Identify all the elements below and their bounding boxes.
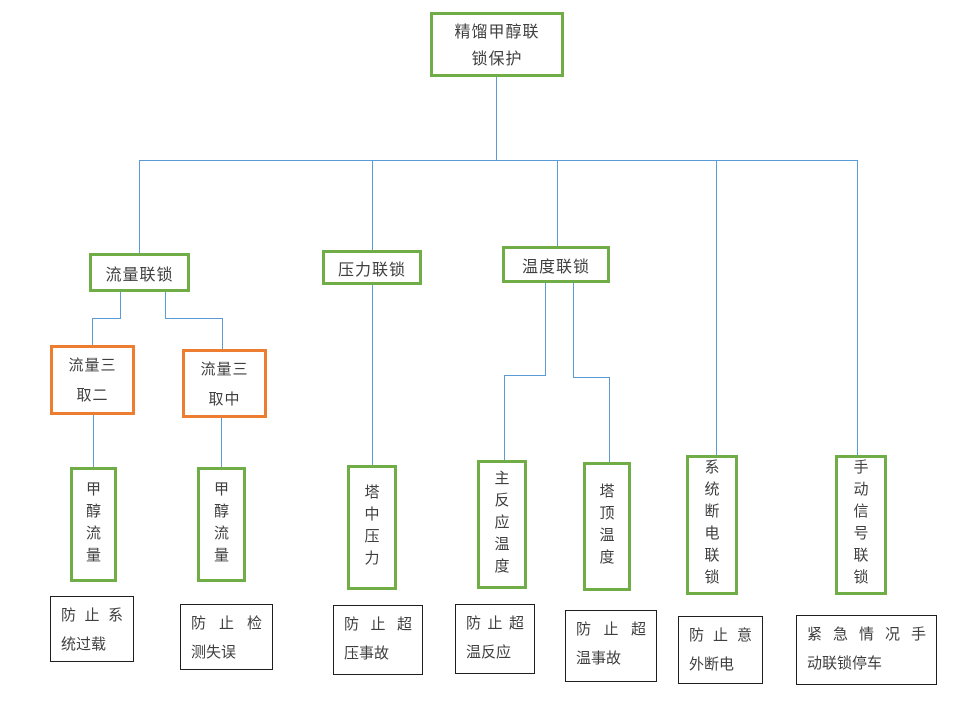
purpose-line1: 防止超 — [466, 614, 524, 632]
connector-to-flow-interlock — [139, 160, 140, 253]
node-main-reaction-temp-label: 主反应温度 — [492, 469, 511, 580]
node-root-line2: 锁保护 — [471, 48, 523, 68]
connector-temp-right-drop — [609, 377, 610, 462]
node-pressure-interlock-label: 压力联锁 — [337, 259, 406, 279]
connector-to-manual-signal-interlock — [857, 160, 858, 455]
node-tower-top-temp-label: 塔顶温度 — [597, 482, 616, 571]
connector-flow-left-stub — [120, 292, 121, 318]
connector-vote1-to-sensor1 — [93, 415, 94, 467]
purpose-line2: 温事故 — [576, 649, 622, 667]
node-methanol-flow-1: 甲醇流量 — [70, 467, 117, 582]
purpose-line1: 防止检 — [191, 614, 262, 632]
purpose-line2: 压事故 — [344, 644, 390, 662]
connector-flow-left-jog — [92, 318, 121, 319]
node-flow-interlock: 流量联锁 — [89, 253, 190, 292]
node-flow-2oo3-line1: 流量三 — [68, 356, 117, 374]
purpose-line1: 防止意 — [689, 626, 752, 644]
node-purpose-prevent-power-loss: 防止意 外断电 — [678, 616, 763, 684]
purpose-line2: 动联锁停车 — [807, 654, 883, 672]
purpose-line2: 统过载 — [61, 635, 107, 653]
node-tower-top-temp: 塔顶温度 — [583, 462, 631, 591]
node-flow-median: 流量三 取中 — [182, 349, 267, 418]
node-purpose-prevent-overpressure: 防止超 压事故 — [333, 605, 423, 675]
node-root: 精馏甲醇联 锁保护 — [430, 12, 564, 77]
node-flow-2oo3: 流量三 取二 — [50, 345, 135, 415]
node-methanol-flow-1-label: 甲醇流量 — [84, 480, 102, 569]
purpose-line1: 防止系 — [61, 606, 123, 624]
connector-to-power-loss-interlock — [716, 160, 717, 455]
connector-to-pressure-interlock — [372, 160, 373, 250]
node-purpose-prevent-detection-error: 防止检 测失误 — [180, 604, 273, 670]
node-flow-median-line1: 流量三 — [200, 359, 249, 378]
connector-flow-right-stub — [165, 292, 166, 318]
purpose-line2: 测失误 — [191, 643, 237, 661]
purpose-line1: 防止超 — [344, 615, 412, 633]
node-manual-signal-interlock-label: 手动信号联锁 — [851, 459, 870, 591]
purpose-line1: 紧急情况手 — [807, 625, 926, 643]
node-manual-signal-interlock: 手动信号联锁 — [835, 455, 887, 595]
node-power-loss-interlock-label: 系统断电联锁 — [702, 459, 721, 591]
node-temperature-interlock-label: 温度联锁 — [521, 256, 590, 276]
connector-flow-left-drop — [92, 318, 93, 345]
connector-main-bus — [139, 160, 858, 161]
connector-temp-left-drop — [504, 375, 505, 460]
node-methanol-flow-2: 甲醇流量 — [197, 467, 246, 582]
node-flow-median-line2: 取中 — [208, 389, 241, 408]
connector-temp-left-stub — [545, 283, 546, 375]
node-purpose-prevent-overtemp-reaction: 防止超 温反应 — [455, 604, 535, 674]
purpose-line2: 外断电 — [689, 655, 735, 673]
node-column-pressure-label: 塔中压力 — [362, 483, 381, 572]
node-power-loss-interlock: 系统断电联锁 — [686, 455, 738, 595]
connector-to-temperature-interlock — [557, 160, 558, 246]
purpose-line1: 防止超 — [576, 620, 646, 638]
connector-temp-right-stub — [573, 283, 574, 377]
node-main-reaction-temp: 主反应温度 — [477, 460, 527, 589]
node-flow-interlock-label: 流量联锁 — [105, 264, 174, 284]
connector-vote2-to-sensor2 — [221, 418, 222, 467]
node-purpose-prevent-overtemp-accident: 防止超 温事故 — [565, 610, 657, 682]
node-column-pressure: 塔中压力 — [347, 465, 397, 590]
node-temperature-interlock: 温度联锁 — [502, 246, 610, 283]
node-methanol-flow-2-label: 甲醇流量 — [212, 480, 230, 569]
connector-flow-right-jog — [165, 318, 222, 319]
connector-flow-right-drop — [222, 318, 223, 349]
connector-root-drop — [496, 77, 497, 160]
node-pressure-interlock: 压力联锁 — [322, 250, 422, 285]
node-purpose-prevent-overload: 防止系 统过载 — [50, 596, 134, 662]
node-flow-2oo3-line2: 取二 — [76, 386, 109, 404]
node-purpose-emergency-manual-stop: 紧急情况手 动联锁停车 — [796, 615, 937, 685]
connector-temp-right-jog — [573, 377, 610, 378]
connector-pressure-to-sensor3 — [372, 283, 373, 465]
node-root-line1: 精馏甲醇联 — [454, 21, 540, 41]
purpose-line2: 温反应 — [466, 643, 512, 661]
connector-temp-left-jog — [504, 375, 546, 376]
